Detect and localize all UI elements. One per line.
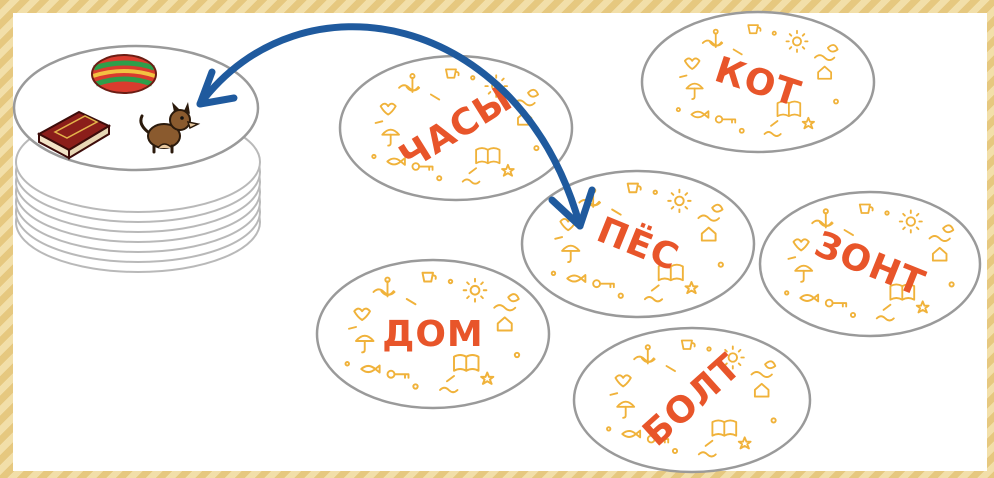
ball-icon — [92, 55, 156, 93]
word-card[interactable]: ПЁС — [522, 171, 754, 317]
word-card[interactable]: ЗОНТ — [760, 192, 980, 336]
word-card[interactable]: БОЛТ — [574, 328, 810, 472]
word-card[interactable]: ДОМ — [317, 260, 549, 408]
word-label: ДОМ — [382, 314, 484, 355]
word-card[interactable]: КОТ — [642, 12, 874, 152]
